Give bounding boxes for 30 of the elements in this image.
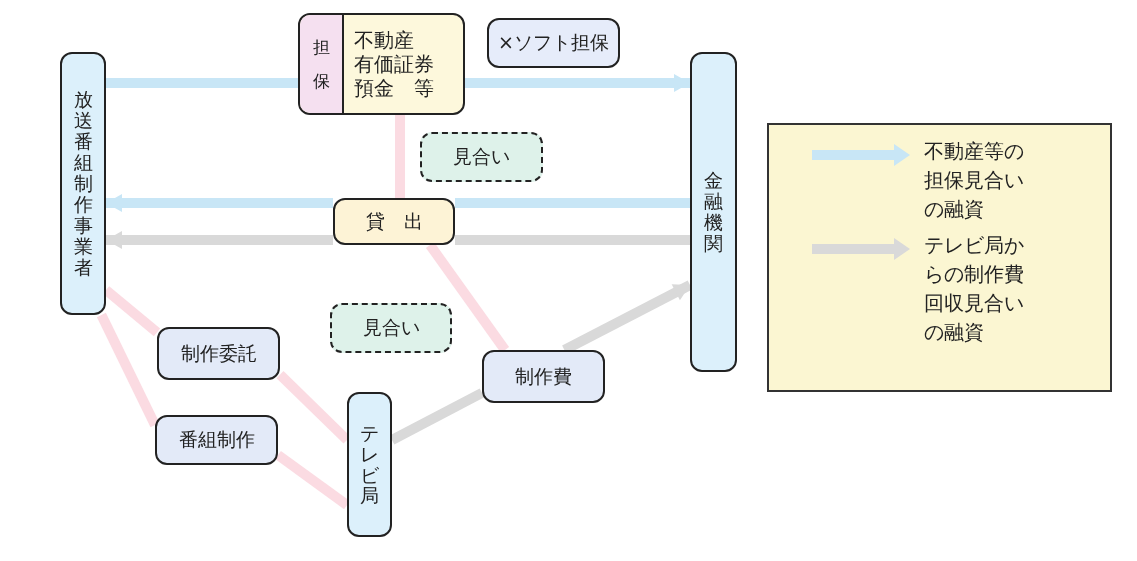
box-label: 見合い	[453, 144, 510, 169]
legend-text: テレビ局からの制作費回収見合いの融資	[924, 232, 1024, 346]
collateral-item: 不動産	[354, 28, 415, 52]
vertical-label-box	[690, 52, 737, 372]
vertical-label-box	[60, 52, 106, 315]
box-label: テレビ局	[360, 422, 379, 507]
rounded-box	[482, 350, 605, 403]
collateral-item: 預金 等	[354, 76, 434, 100]
rounded-box	[333, 198, 455, 245]
box-label: 金融機関	[704, 170, 723, 254]
rounded-box	[157, 327, 280, 380]
rounded-box	[487, 18, 620, 68]
arrow	[106, 193, 333, 212]
dashed-box	[330, 303, 452, 353]
legend-text: 不動産等の担保見合いの融資	[924, 138, 1024, 223]
vertical-label-box	[347, 392, 392, 537]
box-label: ×ソフト担保	[498, 30, 609, 55]
box-label: 制作委託	[180, 340, 257, 366]
arrow	[465, 74, 690, 93]
collateral-item: 有価証券	[354, 52, 434, 76]
dashed-box	[420, 132, 543, 182]
box-label: 見合い	[362, 315, 420, 340]
box-label: 貸 出	[365, 208, 423, 234]
box-label: 制作費	[515, 363, 572, 389]
box-label: 放送番組制作事業者	[73, 89, 93, 278]
arrow	[106, 231, 333, 250]
collateral-heading: 担保	[312, 36, 330, 93]
box-label: 番組制作	[178, 427, 255, 452]
collateral-box	[298, 13, 465, 115]
rounded-box	[155, 415, 278, 465]
